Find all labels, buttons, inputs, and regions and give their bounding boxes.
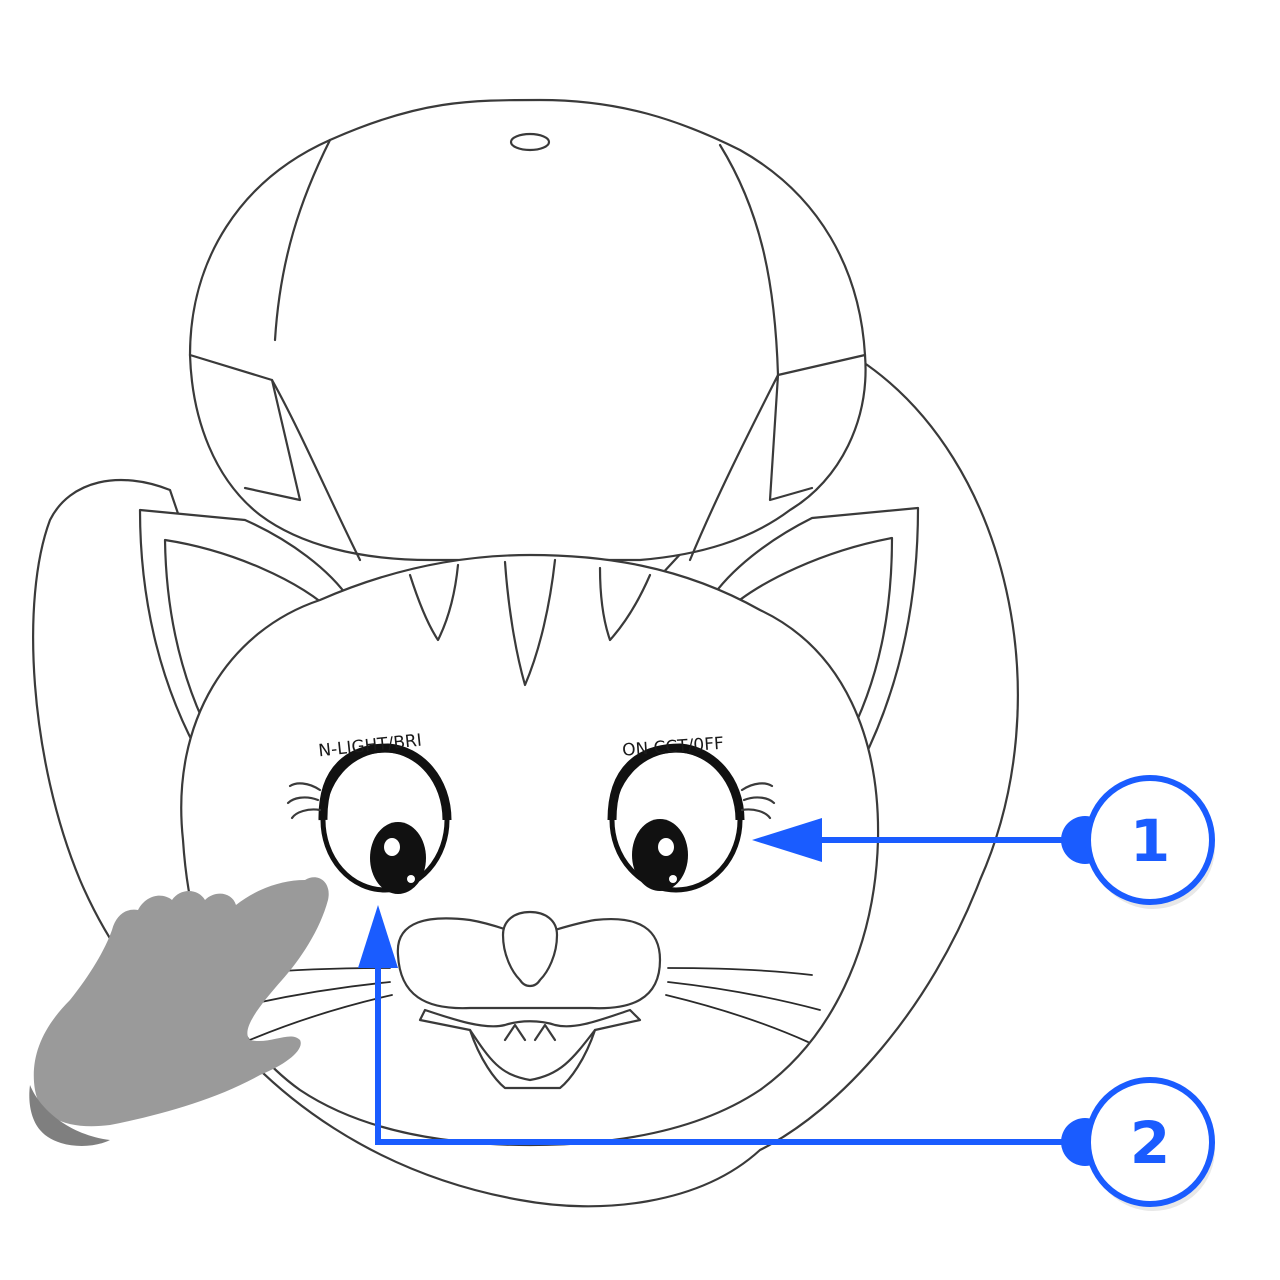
cat-mouth xyxy=(418,1008,642,1090)
pointing-hand-icon xyxy=(29,877,329,1146)
callout-2-arrowhead xyxy=(358,905,398,968)
forehead-stripe xyxy=(408,563,460,642)
callout-1-badge xyxy=(1085,775,1215,905)
callout-2-number: 2 xyxy=(1130,1109,1170,1177)
forehead-stripe xyxy=(598,566,652,642)
right-eye-button[interactable] xyxy=(607,743,776,893)
callout-2: 2 xyxy=(358,905,1215,1211)
cat-muzzle xyxy=(396,910,662,1090)
callout-1-number: 1 xyxy=(1130,807,1170,875)
callout-1: 1 xyxy=(752,775,1215,909)
forehead-stripe xyxy=(503,558,557,687)
cat-nose xyxy=(501,910,559,988)
callout-1-arrowhead xyxy=(752,818,822,862)
callout-2-line xyxy=(375,960,1085,1145)
left-eye-button[interactable] xyxy=(286,743,452,894)
callout-2-badge xyxy=(1085,1077,1215,1207)
lamp-top-dome xyxy=(188,98,867,562)
whiskers-right xyxy=(665,967,821,1043)
